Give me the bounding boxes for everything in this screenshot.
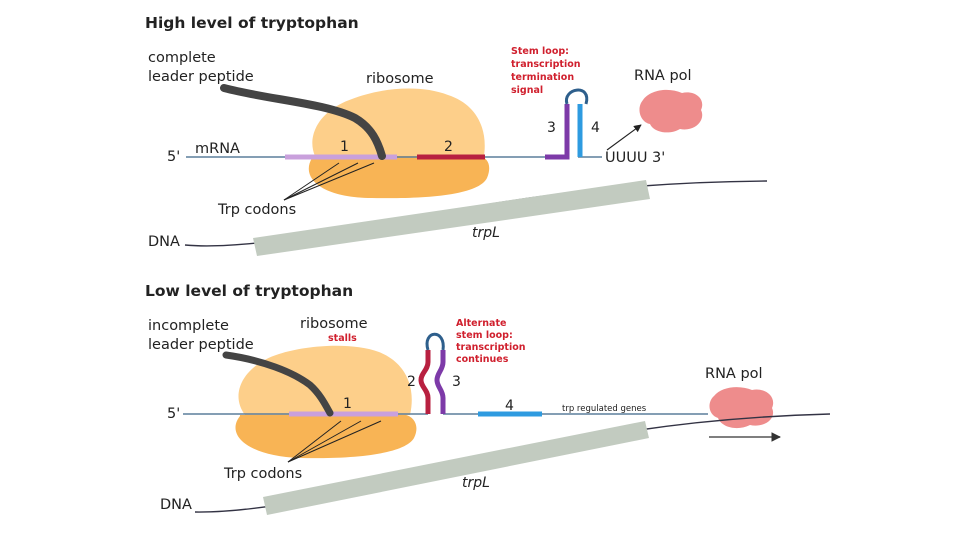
hairpin-loop: [565, 88, 589, 105]
low-tryptophan-panel: Low level of tryptophan incomplete leade…: [145, 282, 831, 515]
low-panel-title: Low level of tryptophan: [145, 282, 353, 300]
trpl-gene-label: trpL: [472, 225, 500, 241]
leader-peptide-chain: [220, 84, 386, 160]
region-3-number-low: 3: [452, 374, 461, 390]
rna-pol-label-low: RNA pol: [705, 366, 763, 382]
region-2-number: 2: [444, 139, 453, 155]
region-4-number: 4: [591, 120, 600, 136]
trp-codon-pointer-2: [283, 162, 359, 201]
mrna-label: mRNA: [195, 141, 240, 157]
trpl-gene-bar: [253, 180, 650, 256]
high-panel-title: High level of tryptophan: [145, 14, 359, 32]
region-4-number-low: 4: [505, 398, 514, 414]
region-1: [285, 154, 397, 160]
ribosome-lower-subunit-low: [235, 415, 417, 459]
stem-loop-caption-line2: transcription: [511, 59, 581, 70]
terminator-stem-loop: [545, 88, 589, 160]
alternate-loop-caption-line4: continues: [456, 354, 509, 365]
region-2: [417, 154, 485, 160]
ribosome: [308, 88, 490, 199]
alternate-loop-caption-line2: stem loop:: [456, 330, 513, 341]
release-arrow: [606, 124, 642, 151]
five-prime-label-low: 5': [167, 406, 180, 422]
incomplete-peptide-label-line2: leader peptide: [148, 337, 254, 353]
trp-codon-pointer-low-3: [287, 420, 382, 463]
high-tryptophan-panel: High level of tryptophan complete leader…: [145, 14, 768, 256]
region-2-stem: [418, 350, 431, 414]
ribosome-upper-subunit: [312, 88, 485, 156]
incomplete-peptide-label-line1: incomplete: [148, 318, 229, 334]
ribosome-label-low: ribosome: [300, 316, 368, 332]
stem-loop-caption-line3: termination: [511, 72, 574, 83]
trp-codons-label-low: Trp codons: [223, 466, 302, 482]
complete-peptide-label-line2: leader peptide: [148, 69, 254, 85]
ribosome-label: ribosome: [366, 71, 434, 87]
region-3-stem-low: [434, 350, 446, 414]
antiterminator-loop: [425, 332, 445, 351]
region-3-number: 3: [547, 120, 556, 136]
ribosome-lower-subunit: [308, 156, 490, 199]
region-4-low: [478, 411, 542, 417]
complete-peptide-label-line1: complete: [148, 50, 216, 66]
trp-regulated-genes-label: trp regulated genes: [562, 404, 647, 414]
antiterminator-stem-loop: [418, 332, 446, 414]
rna-pol-label: RNA pol: [634, 68, 692, 84]
stem-loop-caption-line1: Stem loop:: [511, 46, 569, 57]
incomplete-peptide-chain: [222, 351, 334, 417]
trp-codons-label: Trp codons: [217, 202, 296, 218]
trpl-gene-bar-low: [263, 421, 649, 515]
rna-polymerase-low: [709, 387, 774, 429]
uuuu-3-prime-label: UUUU 3': [605, 150, 665, 166]
trp-codon-pointer-3: [283, 162, 375, 201]
ribosome-upper-subunit-low: [238, 345, 412, 415]
alternate-loop-caption-line1: Alternate: [456, 318, 506, 329]
region-3-stem: [545, 104, 570, 160]
dna-label: DNA: [148, 234, 180, 250]
trp-codon-pointer-1: [283, 162, 340, 201]
ribosome-stalls-label: stalls: [328, 333, 357, 344]
region-1-low: [289, 411, 398, 417]
region-2-number-low: 2: [407, 374, 416, 390]
five-prime-label: 5': [167, 149, 180, 165]
trpl-gene-label-low: trpL: [462, 475, 490, 491]
trp-codon-pointer-low-2: [287, 420, 362, 463]
region-1-number: 1: [340, 139, 349, 155]
trp-codon-pointer-low-1: [287, 420, 342, 463]
alternate-loop-caption-line3: transcription: [456, 342, 526, 353]
region-1-number-low: 1: [343, 396, 352, 412]
stem-loop-caption-line4: signal: [511, 85, 543, 96]
rna-polymerase: [639, 89, 703, 133]
dna-label-low: DNA: [160, 497, 192, 513]
